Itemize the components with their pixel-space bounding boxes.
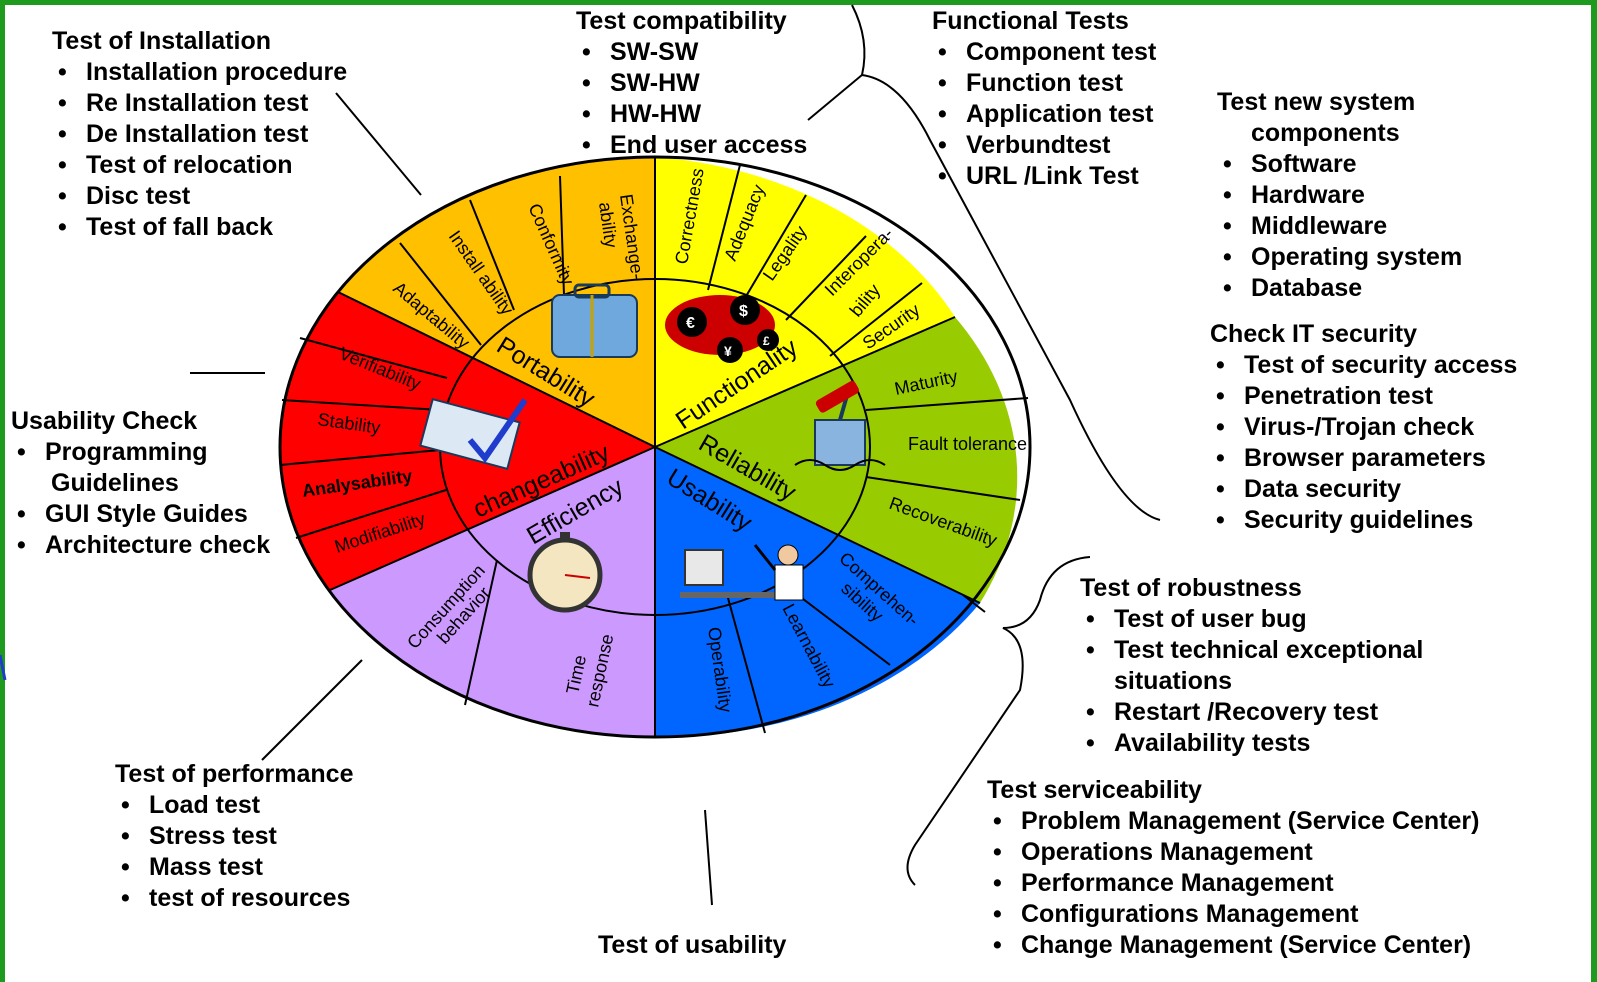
serviceability-item: Change Management (Service Center) [987,930,1479,961]
performance-item: test of resources [115,883,353,914]
performance-item: Load test [115,790,353,821]
installation-item: Installation procedure [52,57,347,88]
compatibility-group: Test compatibility SW-SW SW-HW HW-HW End… [576,6,807,161]
svg-text:£: £ [763,334,770,348]
usability-sector [655,447,980,738]
new-components-title-1: Test new system [1217,88,1416,116]
serviceability-item: Configurations Management [987,899,1479,930]
connector-lines [0,4,1161,906]
functional-item: Function test [932,68,1156,99]
installation-item: Test of fall back [52,212,347,243]
usability-test-group: Test of usability [598,930,786,961]
robustness-item: Test of user bug [1080,604,1423,635]
serviceability-item: Problem Management (Service Center) [987,806,1479,837]
it-security-item: Browser parameters [1210,443,1517,474]
new-components-item: Database [1217,273,1462,304]
robustness-item: Availability tests [1080,728,1423,759]
it-security-item: Data security [1210,474,1517,505]
robustness-item-line2: situations [1114,667,1233,695]
joystick-box-icon [794,380,886,471]
serviceability-title: Test serviceability [987,776,1202,804]
usability-check-title: Usability Check [11,407,198,435]
new-components-item: Software [1217,149,1462,180]
functional-item: Verbundtest [932,130,1156,161]
functional-item: Application test [932,99,1156,130]
robustness-title: Test of robustness [1080,574,1302,602]
usability-check-item: Architecture check [11,530,270,561]
usability-check-item-line1: Programming [45,438,208,466]
it-security-item: Test of security access [1210,350,1517,381]
frame-top-border [0,0,1597,5]
user-at-computer-icon [680,544,804,601]
functional-group: Functional Tests Component test Function… [932,6,1156,192]
segment-dividers [279,164,1029,734]
performance-group: Test of performance Load test Stress tes… [115,759,353,914]
efficiency-sector [330,447,655,737]
new-components-item: Hardware [1217,180,1462,211]
serviceability-item: Operations Management [987,837,1479,868]
new-components-group: Test new system components Software Hard… [1217,87,1462,304]
stopwatch-icon [527,532,603,613]
frame-right-border [1591,0,1597,982]
functional-item: URL /Link Test [932,161,1156,192]
svg-text:€: € [686,315,695,332]
it-security-item: Security guidelines [1210,505,1517,536]
installation-title: Test of Installation [52,27,271,55]
it-security-title: Check IT security [1210,320,1418,348]
robustness-group: Test of robustness Test of user bug Test… [1080,573,1423,759]
portability-sector [338,157,655,447]
compatibility-item: SW-SW [576,37,807,68]
svg-text:¥: ¥ [724,343,732,359]
it-security-group: Check IT security Test of security acces… [1210,319,1517,536]
compatibility-item: HW-HW [576,99,807,130]
compatibility-title: Test compatibility [576,7,787,35]
segment-fault-tolerance: Fault tolerance [908,434,1027,454]
category-dividers [329,157,981,737]
compatibility-item: SW-HW [576,68,807,99]
frame-left-border [0,0,5,982]
suitcase-icon [551,283,638,358]
installation-item: Disc test [52,181,347,212]
new-components-item: Operating system [1217,242,1462,273]
svg-text:$: $ [739,303,748,320]
usability-check-item: GUI Style Guides [11,499,270,530]
serviceability-group: Test serviceability Problem Management (… [987,775,1479,961]
robustness-item-line1: Test technical exceptional [1114,636,1424,664]
performance-item: Mass test [115,852,353,883]
functional-title: Functional Tests [932,7,1129,35]
functional-item: Component test [932,37,1156,68]
installation-item: Test of relocation [52,150,347,181]
installation-item: De Installation test [52,119,347,150]
money-gears-icon: € $ ¥ £ [665,295,779,363]
checklist-icon [419,397,528,471]
new-components-item: Middleware [1217,211,1462,242]
performance-item: Stress test [115,821,353,852]
performance-title: Test of performance [115,760,354,788]
compatibility-item: End user access [576,130,807,161]
robustness-item: Restart /Recovery test [1080,697,1423,728]
installation-item: Re Installation test [52,88,347,119]
serviceability-item: Performance Management [987,868,1479,899]
installation-group: Test of Installation Installation proced… [52,26,347,243]
functionality-sector [655,157,955,447]
new-components-title-2: components [1251,119,1400,147]
it-security-item: Virus-/Trojan check [1210,412,1517,443]
it-security-item: Penetration test [1210,381,1517,412]
robustness-item: Test technical exceptional situations [1080,635,1423,697]
usability-test-title: Test of usability [598,931,787,959]
usability-check-item-line2: Guidelines [51,469,179,497]
